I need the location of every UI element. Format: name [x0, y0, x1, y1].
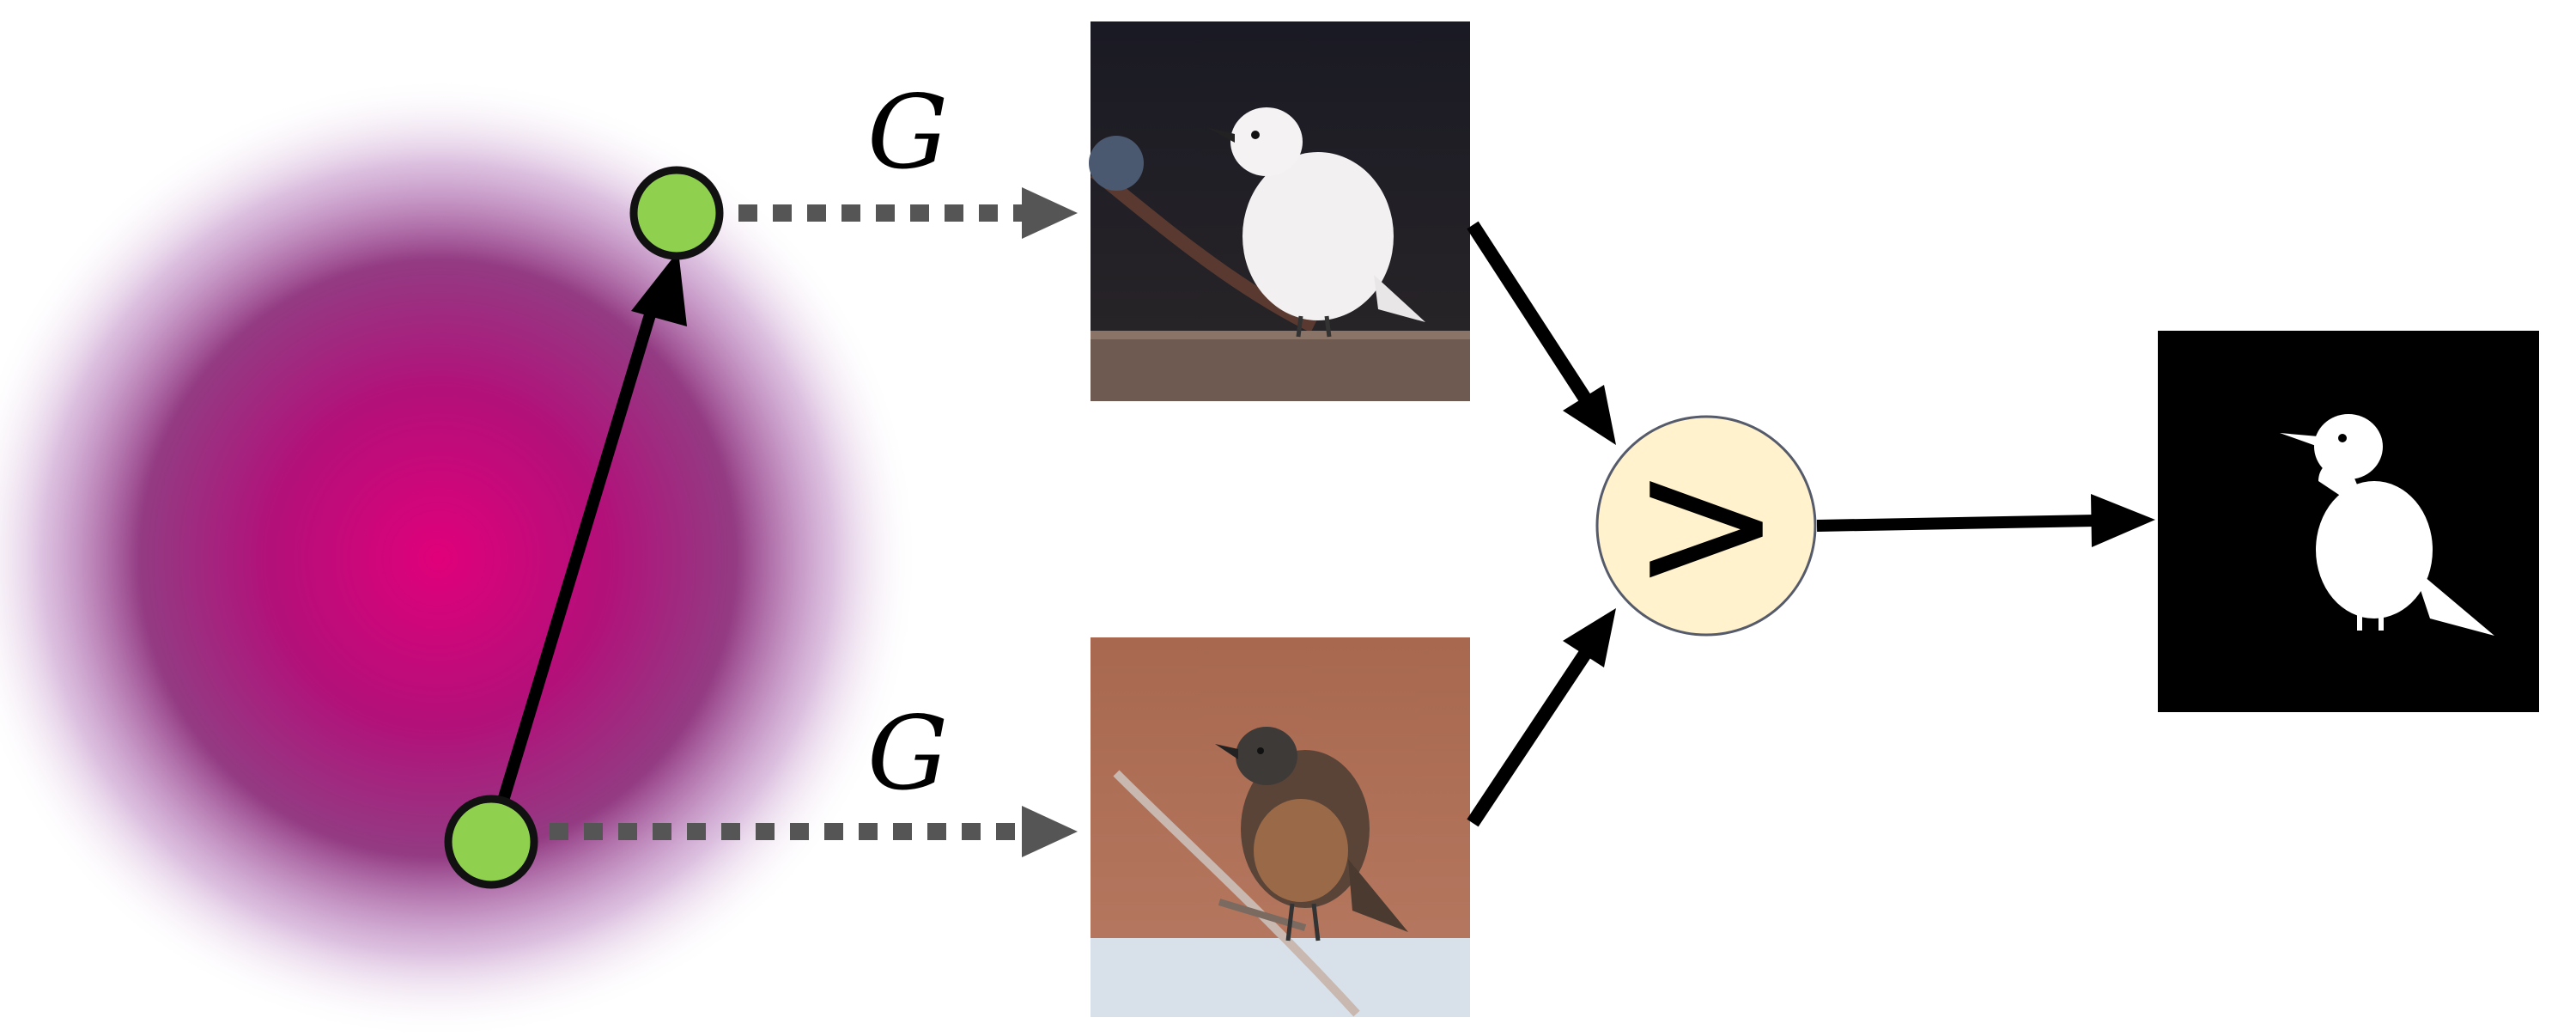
- latent-direction-arrow: [496, 251, 687, 806]
- latent-distribution: [0, 77, 919, 1036]
- latent-point-top: [629, 166, 724, 260]
- generated-image-bottom: [1091, 637, 1470, 1017]
- brown-bird-icon: [1215, 727, 1408, 942]
- generator-label-bottom: G: [867, 694, 948, 813]
- generated-image-top: [1089, 21, 1470, 401]
- comparator: >: [1595, 415, 1817, 637]
- arrow-comparator-to-mask: [1816, 494, 2155, 547]
- white-bird-icon: [1206, 107, 1425, 338]
- latent-point-bottom: [444, 795, 538, 889]
- generator-arrow-top: [738, 187, 1078, 239]
- arrow-top-to-comparator: [1467, 221, 1616, 445]
- bird-silhouette-icon: [2280, 414, 2494, 636]
- output-mask: [2158, 331, 2539, 712]
- arrow-bottom-to-comparator: [1467, 608, 1616, 827]
- generator-label-top: G: [867, 73, 948, 192]
- generator-arrow-bottom: [550, 806, 1078, 857]
- greater-than-symbol: >: [1631, 418, 1782, 629]
